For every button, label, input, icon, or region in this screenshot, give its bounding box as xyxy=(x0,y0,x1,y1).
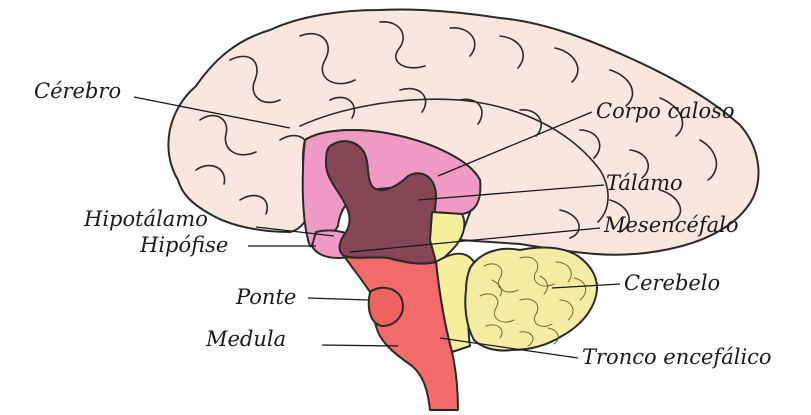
label-cerebelo: Cerebelo xyxy=(624,271,720,295)
label-hipotalamo: Hipotálamo xyxy=(83,207,208,231)
cerebellum-region xyxy=(465,248,597,351)
label-ponte: Ponte xyxy=(235,285,296,309)
label-medula: Medula xyxy=(205,327,286,351)
medulla-bulge-shape xyxy=(369,288,403,326)
label-mesencefalo: Mesencéfalo xyxy=(603,213,739,237)
leader-ponte xyxy=(308,298,368,300)
label-corpo-caloso: Corpo caloso xyxy=(596,99,735,123)
label-cerebro: Cérebro xyxy=(34,79,121,103)
label-tronco-encefalico: Tronco encefálico xyxy=(582,345,772,369)
label-talamo: Tálamo xyxy=(606,171,683,195)
label-hipofise: Hipófise xyxy=(139,233,228,257)
